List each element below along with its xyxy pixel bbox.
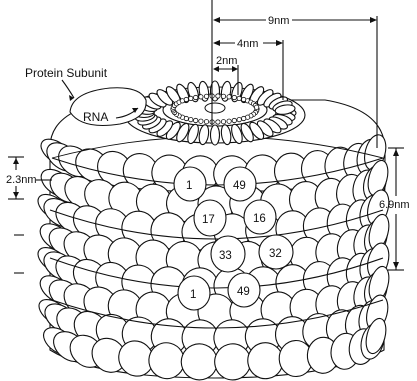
- rna-label: RNA: [83, 110, 108, 124]
- rna-bead: [227, 119, 231, 123]
- pitch-label: 2.3nm: [6, 174, 37, 186]
- pitch-arrow-top: [13, 158, 19, 164]
- subunit-number: 16: [253, 213, 266, 225]
- subunit-number: 1: [186, 180, 192, 192]
- rna-bead: [199, 95, 203, 99]
- rna-bead: [242, 116, 246, 120]
- rna-bead: [254, 105, 258, 109]
- rna-bead: [227, 95, 231, 99]
- rna-bead: [221, 120, 225, 124]
- subunit-number: 1: [190, 289, 196, 301]
- turn-arrow-bottom: [393, 262, 399, 269]
- dim-9nm-label: 9nm: [268, 15, 289, 27]
- rna-bead: [189, 117, 193, 121]
- rna-bead: [232, 95, 236, 99]
- rna-bead: [237, 117, 241, 121]
- turn-height-label: 6.9nm: [379, 199, 410, 211]
- pitch-arrow-bottom: [13, 192, 19, 198]
- rna-bead: [216, 120, 220, 124]
- rna-bead: [216, 94, 220, 98]
- rna-bead: [232, 118, 236, 122]
- rna-bead: [237, 96, 241, 100]
- turn-arrow-top: [393, 149, 399, 156]
- protein-subunit-label: Protein Subunit: [25, 66, 108, 80]
- rna-bead: [199, 119, 203, 123]
- rna-bead: [189, 96, 193, 100]
- dim-4nm-label: 4nm: [237, 38, 258, 50]
- protein-subunit-pointer: [62, 80, 74, 98]
- top-subunit: [211, 125, 220, 145]
- rna-bead: [184, 97, 188, 101]
- rna-bead: [204, 120, 208, 124]
- rna-bead: [194, 118, 198, 122]
- subunit-number: 49: [233, 180, 246, 192]
- dim-4nm-arrow-r: [276, 40, 283, 46]
- subunit-number: 49: [237, 286, 250, 298]
- dim-9nm-arrow-l: [213, 17, 220, 23]
- central-channel: [205, 103, 225, 113]
- dim-9nm-arrow-r: [370, 17, 377, 23]
- rna-bead: [221, 94, 225, 98]
- rna-bead: [194, 95, 198, 99]
- subunit-number: 32: [269, 248, 282, 260]
- subunit-number: 33: [219, 250, 232, 262]
- dim-4nm-arrow-l: [213, 40, 220, 46]
- rna-bead: [204, 94, 208, 98]
- subunit-number: 17: [202, 214, 215, 226]
- dim-2nm-label: 2nm: [216, 55, 237, 67]
